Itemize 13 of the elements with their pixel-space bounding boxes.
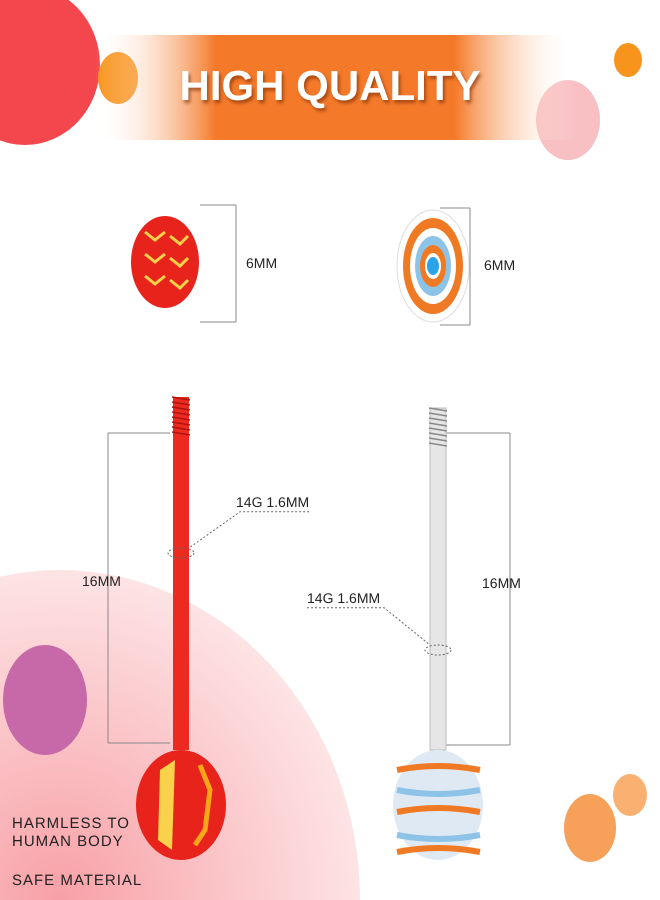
dimension-label: 6MM [484, 257, 516, 274]
barbell-shaft-drawing [172, 396, 190, 750]
feature-note: HARMLESS TO HUMAN BODY [12, 815, 131, 851]
callout-label: 14G 1.6MM [236, 494, 310, 511]
dimension-label: 6MM [246, 255, 278, 272]
leader-line [306, 607, 430, 646]
barbell-shaft-drawing [428, 407, 448, 750]
dimension-label: 16MM [82, 573, 121, 590]
feature-note: SAFE MATERIAL [12, 872, 142, 890]
title: HIGH QUALITY [178, 62, 482, 110]
callout-label: 14G 1.6MM [307, 590, 380, 607]
dimension-label: 16MM [482, 575, 521, 592]
leader-line [188, 511, 310, 548]
